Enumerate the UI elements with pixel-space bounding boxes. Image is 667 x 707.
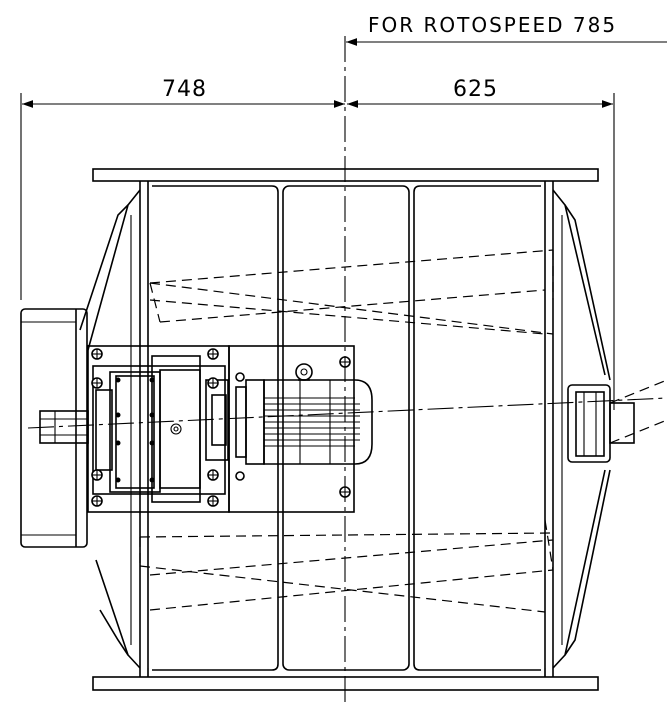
bolt-icon	[235, 372, 245, 382]
bolt-icon	[91, 377, 103, 389]
dimension-748: 748	[162, 77, 207, 102]
bolt-icon	[91, 495, 103, 507]
bolt-icon	[207, 377, 219, 389]
rotor-hidden-lines	[139, 249, 554, 613]
horizontal-centerline	[27, 397, 667, 429]
header-dimension: FOR ROTOSPEED 785	[346, 13, 667, 46]
header-note: FOR ROTOSPEED 785	[368, 13, 617, 37]
electric-motor	[235, 363, 373, 465]
bolt-icon	[207, 348, 219, 360]
drive-cover	[20, 308, 88, 548]
mounting-bolts	[91, 348, 351, 507]
gearbox-plate	[87, 345, 230, 513]
bolt-icon	[91, 469, 103, 481]
bolt-icon	[339, 486, 351, 498]
right-bearing	[567, 379, 667, 463]
lifting-eye-icon	[295, 363, 313, 381]
bolt-icon	[207, 495, 219, 507]
bolt-icon	[235, 471, 245, 481]
motor-base-plate	[228, 345, 355, 513]
bolt-icon	[207, 469, 219, 481]
main-dimensions: 748 625	[20, 77, 615, 410]
bolt-icon	[339, 356, 351, 368]
bolt-icon	[91, 348, 103, 360]
dimension-625: 625	[453, 77, 498, 102]
